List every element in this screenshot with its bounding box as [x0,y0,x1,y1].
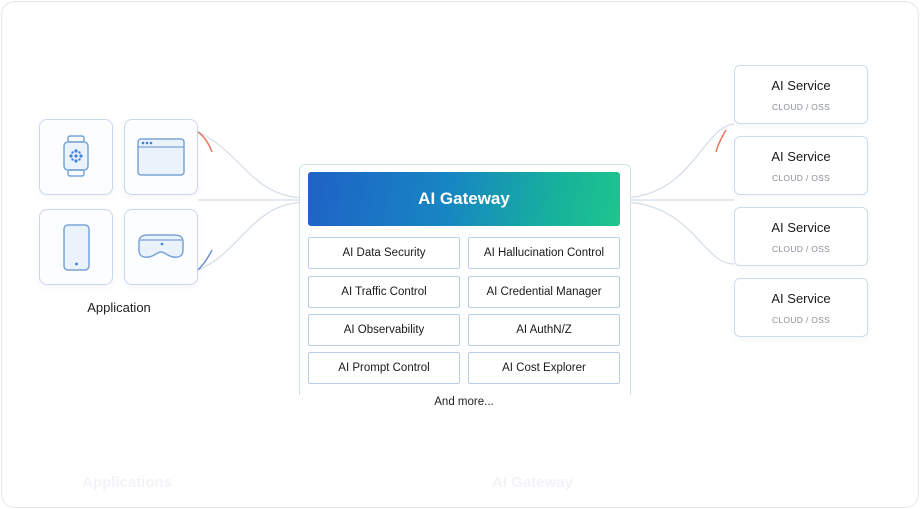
app-tile-phone [39,209,113,285]
wire-app-1 [197,131,308,199]
smartphone-icon [63,224,90,271]
wire-accent-3 [715,129,727,153]
ai-service-card: AI Service CLOUD / OSS [734,207,868,266]
feature-observability: AI Observability [308,314,460,346]
wire-svc-3 [619,201,735,265]
app-tile-watch [39,119,113,195]
feature-authnz: AI AuthN/Z [468,314,620,346]
service-subtitle: CLOUD / OSS [771,102,831,112]
gateway-more-text: And more... [434,396,494,408]
app-tile-browser [124,119,198,195]
feature-hallucination-control: AI Hallucination Control [468,237,620,269]
service-subtitle: CLOUD / OSS [771,244,831,254]
app-tile-headset [124,209,198,285]
feature-data-security: AI Data Security [308,237,460,269]
feature-cost-explorer: AI Cost Explorer [468,352,620,384]
feature-prompt-control: AI Prompt Control [308,352,460,384]
ai-service-card: AI Service CLOUD / OSS [734,278,868,337]
service-title: AI Service [771,78,831,93]
ai-service-card: AI Service CLOUD / OSS [734,65,868,124]
browser-window-icon [137,138,185,176]
service-subtitle: CLOUD / OSS [771,173,831,183]
feature-traffic-control: AI Traffic Control [308,276,460,308]
smartwatch-icon [63,135,89,177]
service-title: AI Service [771,149,831,164]
wire-accent-2 [197,249,213,271]
ai-service-card: AI Service CLOUD / OSS [734,136,868,195]
application-label: Application [87,300,151,315]
ghost-caption-applications: Applications [82,474,173,491]
wire-accent-1 [197,131,213,153]
vr-headset-icon [138,234,184,258]
wire-svc-1 [619,123,735,199]
wire-app-3 [197,201,308,271]
feature-credential-manager: AI Credential Manager [468,276,620,308]
service-subtitle: CLOUD / OSS [771,315,831,325]
service-title: AI Service [771,220,831,235]
service-title: AI Service [771,291,831,306]
gateway-title: AI Gateway [308,172,620,226]
ghost-caption-gateway: AI Gateway [492,474,573,491]
